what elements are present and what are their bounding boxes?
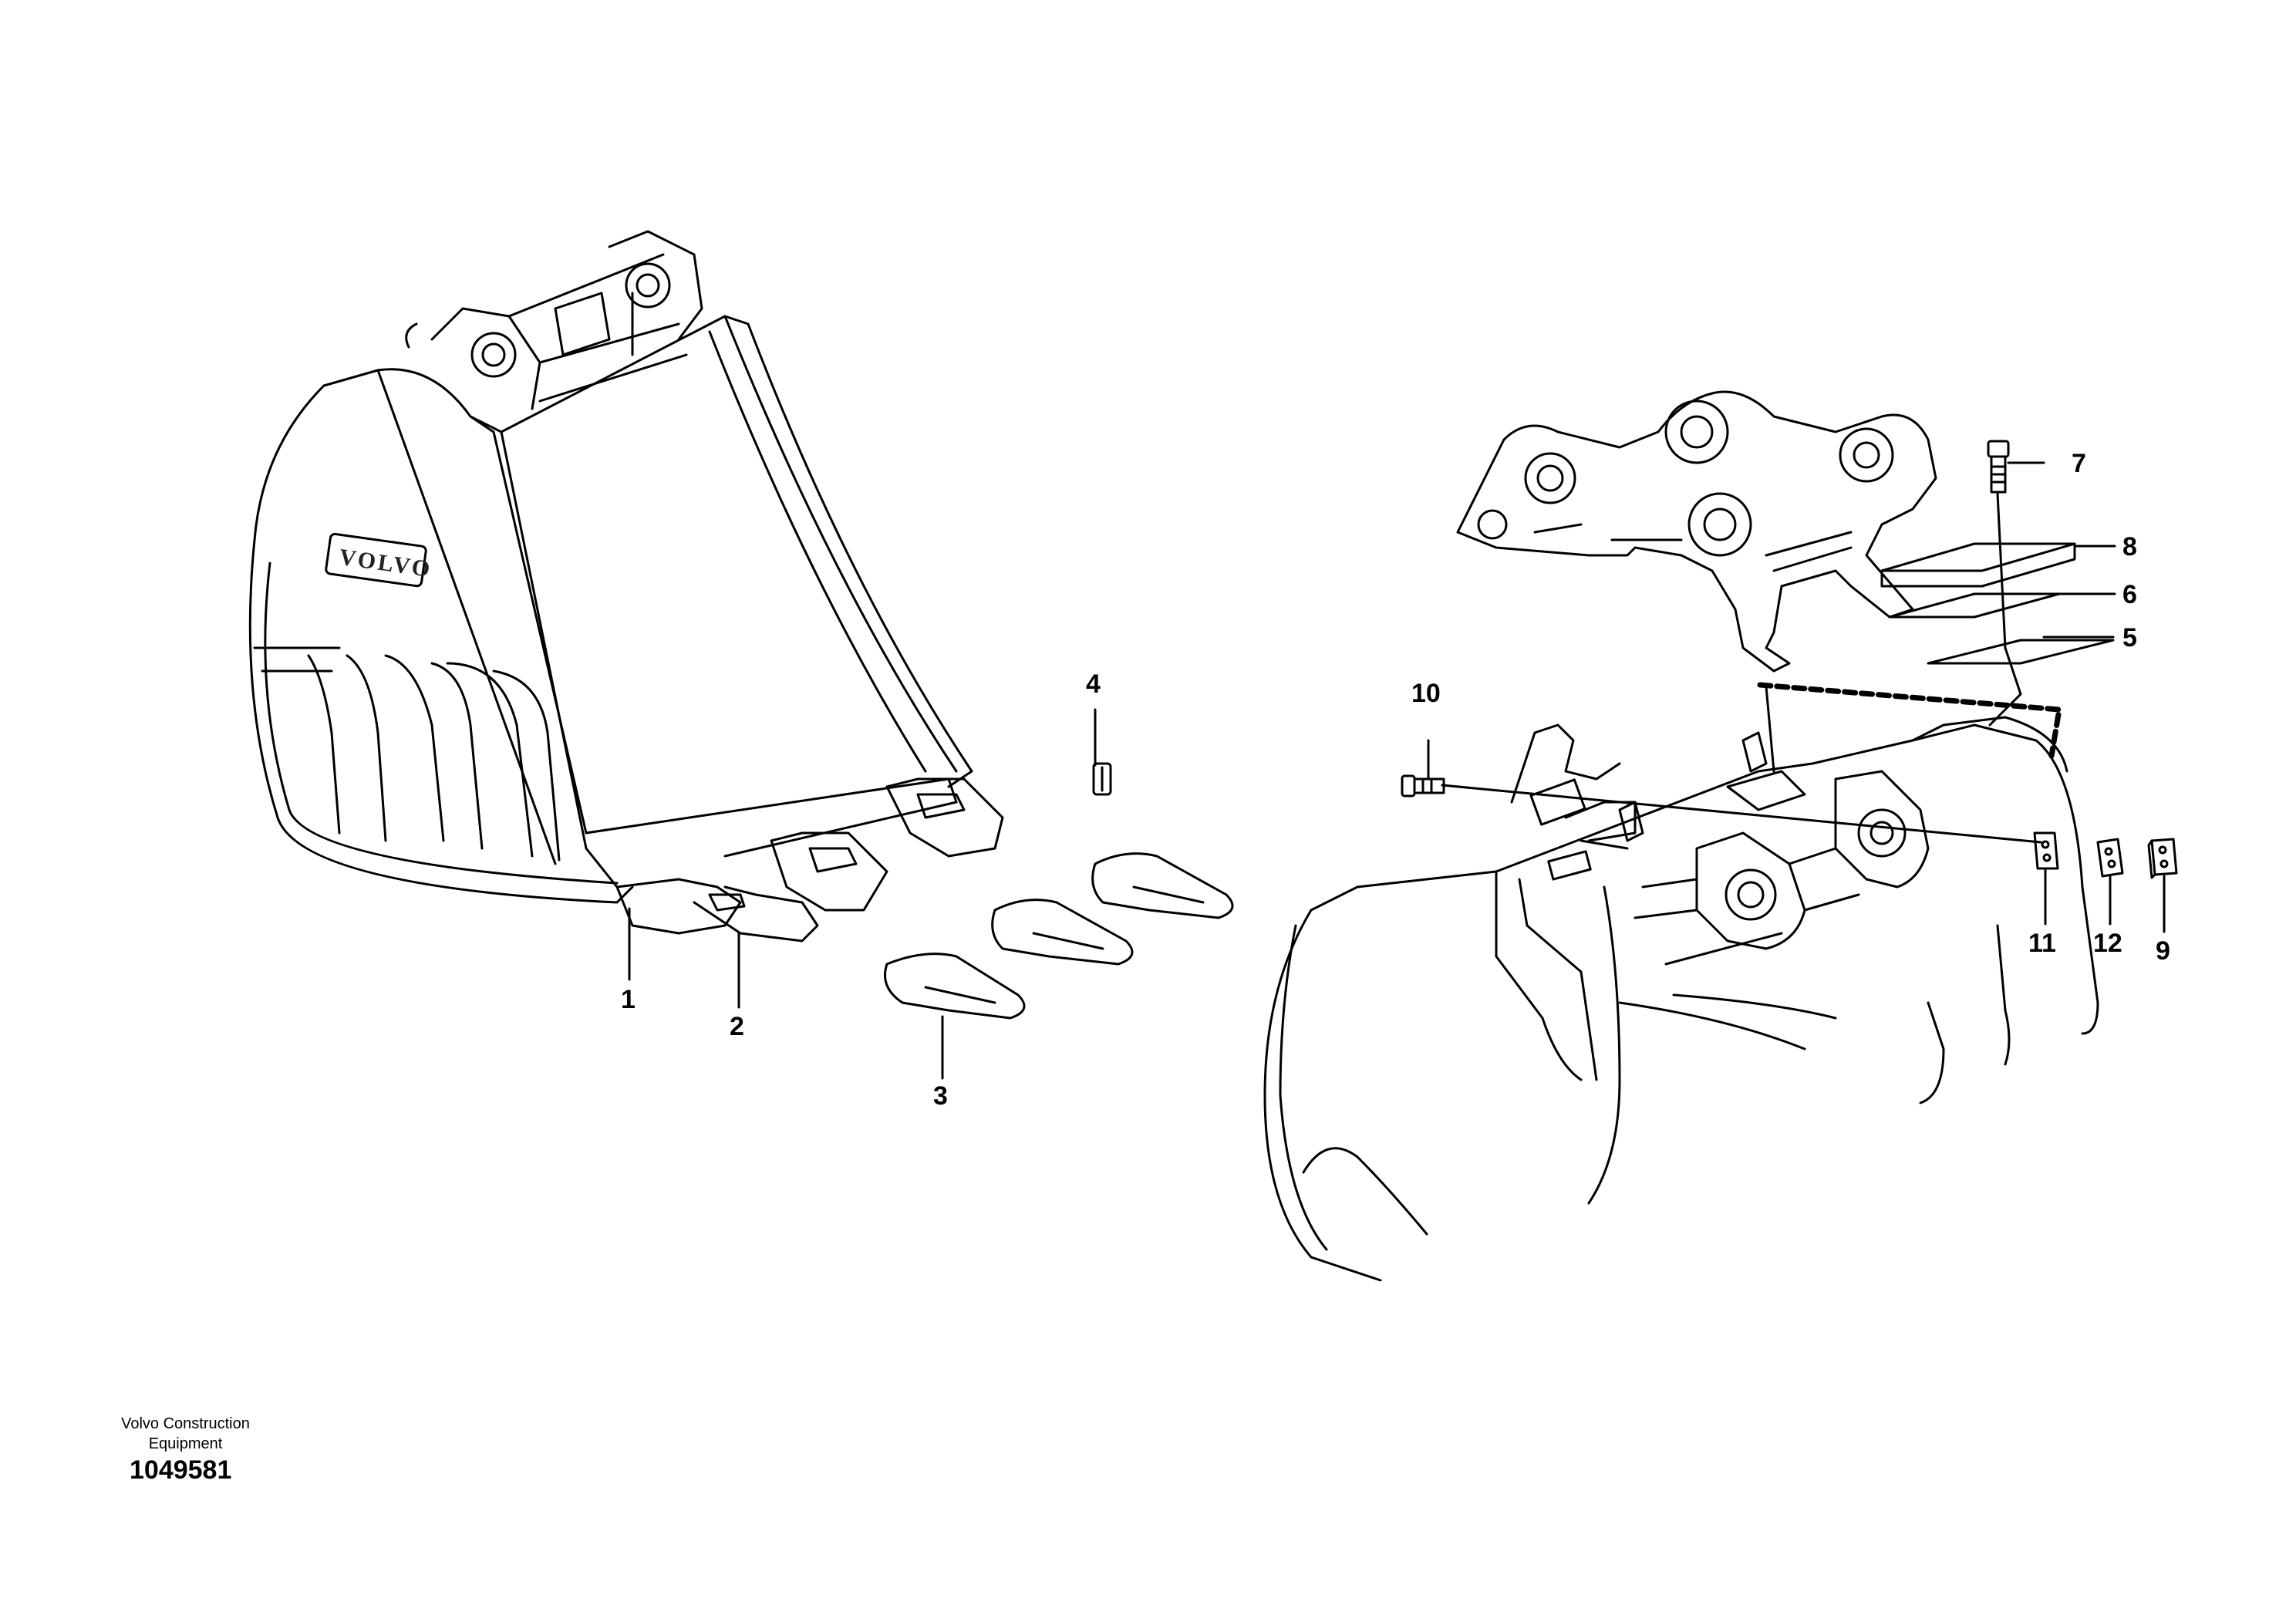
bucket-left: VOLVO bbox=[248, 230, 1004, 943]
leader-lines bbox=[628, 461, 2166, 1080]
shim-item-5 bbox=[1927, 639, 2115, 665]
plate-item-11 bbox=[2033, 831, 2059, 870]
drawing-number: 1049581 bbox=[130, 1455, 232, 1485]
footer-company-name: Volvo Construction Equipment bbox=[121, 1415, 250, 1452]
callout-11: 11 bbox=[2028, 929, 2056, 958]
bolt-item-10 bbox=[1401, 774, 1445, 798]
callout-2: 2 bbox=[730, 1012, 744, 1041]
callout-7: 7 bbox=[2072, 449, 2086, 478]
callout-6: 6 bbox=[2122, 580, 2137, 609]
quick-coupler bbox=[1456, 390, 1937, 673]
assembly-line-bolt bbox=[1988, 492, 2022, 727]
callout-8: 8 bbox=[2122, 532, 2137, 561]
pin bbox=[1092, 762, 1112, 796]
assembly-dashed-line bbox=[1757, 682, 2062, 759]
assembly-line-plates bbox=[1441, 784, 2042, 844]
assembly-line-coupler bbox=[1765, 685, 1775, 773]
bucket-left-adapters bbox=[615, 777, 1004, 943]
callout-5: 5 bbox=[2122, 623, 2137, 653]
callout-10: 10 bbox=[1411, 679, 1441, 708]
shim-item-6 bbox=[1888, 592, 2061, 619]
callout-4: 4 bbox=[1086, 669, 1101, 699]
callout-9: 9 bbox=[2156, 936, 2170, 966]
plate-item-8 bbox=[1880, 542, 2076, 588]
bucket-right bbox=[1263, 716, 2099, 1282]
volvo-logo: VOLVO bbox=[325, 532, 433, 588]
callout-3: 3 bbox=[933, 1081, 948, 1111]
plate-item-9 bbox=[2147, 838, 2178, 879]
loose-teeth bbox=[884, 852, 1234, 1020]
callout-labels: 1 2 3 4 5 6 7 8 9 10 11 12 bbox=[621, 449, 2170, 1111]
bucket-left-hinge bbox=[405, 230, 703, 410]
plate-item-12 bbox=[2096, 838, 2124, 878]
bolt-item-7 bbox=[1987, 440, 2010, 494]
callout-12: 12 bbox=[2093, 929, 2122, 958]
callout-1: 1 bbox=[621, 985, 636, 1014]
